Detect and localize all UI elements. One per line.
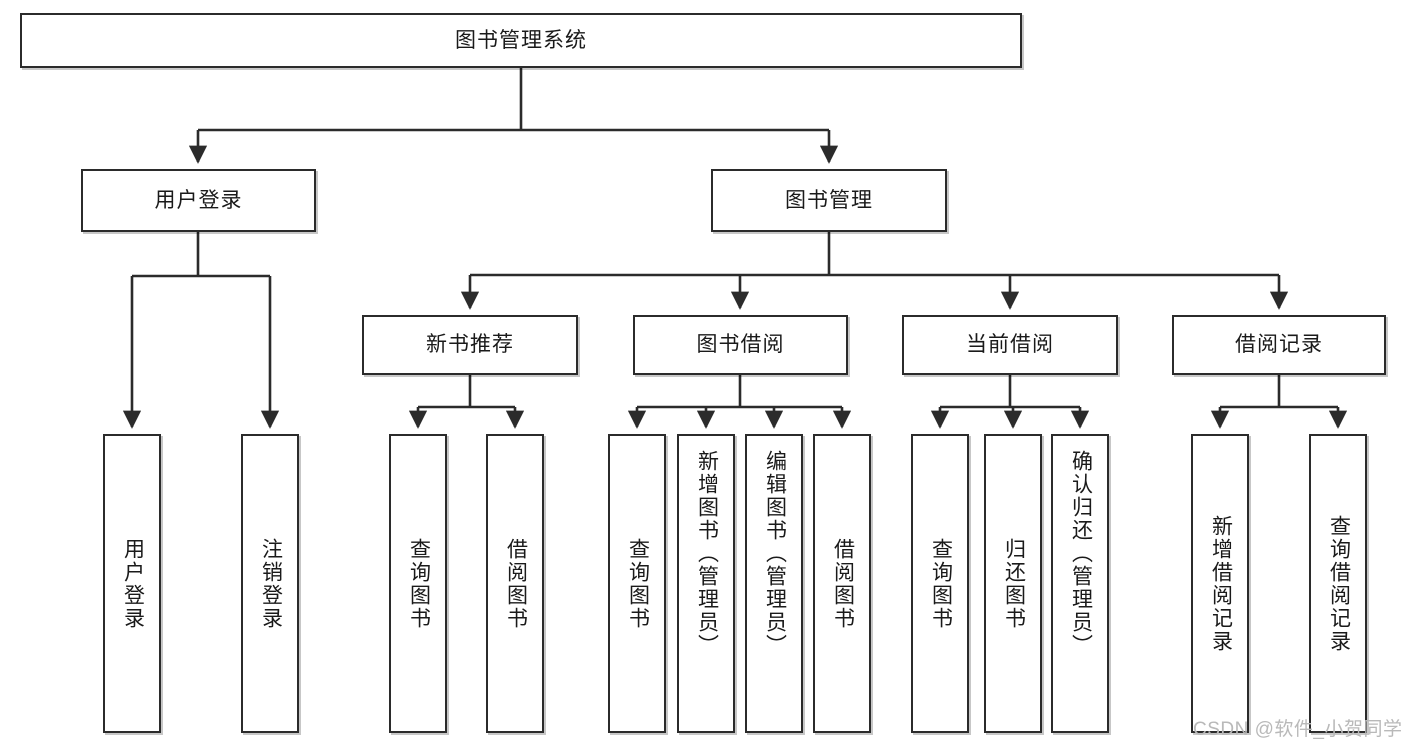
node-leaf-query-book-1[interactable]: 查询图书	[389, 434, 447, 733]
node-leaf-confirm-return-label: 确认归还（管理员）	[1069, 450, 1093, 657]
node-leaf-return-book-label: 归还图书	[1002, 537, 1026, 630]
node-user-login-label: 用户登录	[154, 188, 243, 212]
node-leaf-borrow-book-1[interactable]: 借阅图书	[486, 434, 544, 733]
node-leaf-borrow-book-2-label: 借阅图书	[831, 537, 855, 630]
node-new-book-recommend-label: 新书推荐	[426, 333, 514, 357]
node-book-manage-label: 图书管理	[785, 188, 873, 212]
node-leaf-edit-book-label: 编辑图书（管理员）	[763, 450, 787, 657]
node-leaf-add-book-label: 新增图书（管理员）	[695, 450, 719, 657]
node-root-label: 图书管理系统	[455, 28, 587, 52]
node-user-login[interactable]: 用户登录	[81, 169, 316, 232]
node-leaf-query-record-label: 查询借阅记录	[1327, 514, 1351, 653]
node-root[interactable]: 图书管理系统	[20, 13, 1022, 68]
node-leaf-query-book-2-label: 查询图书	[626, 537, 650, 630]
node-leaf-logout-label: 注销登录	[259, 537, 283, 630]
node-leaf-add-record-label: 新增借阅记录	[1209, 514, 1233, 653]
node-leaf-logout[interactable]: 注销登录	[241, 434, 299, 733]
node-leaf-edit-book[interactable]: 编辑图书（管理员）	[745, 434, 803, 733]
node-leaf-query-book-3[interactable]: 查询图书	[911, 434, 969, 733]
node-leaf-confirm-return[interactable]: 确认归还（管理员）	[1051, 434, 1109, 733]
node-leaf-user-login-label: 用户登录	[121, 537, 145, 630]
node-leaf-return-book[interactable]: 归还图书	[984, 434, 1042, 733]
node-borrow-record-label: 借阅记录	[1235, 333, 1323, 357]
node-leaf-add-record[interactable]: 新增借阅记录	[1191, 434, 1249, 733]
node-book-borrow-label: 图书借阅	[696, 333, 785, 357]
node-leaf-borrow-book-2[interactable]: 借阅图书	[813, 434, 871, 733]
node-leaf-query-record[interactable]: 查询借阅记录	[1309, 434, 1367, 733]
node-current-borrow-label: 当前借阅	[966, 333, 1054, 357]
node-leaf-query-book-3-label: 查询图书	[929, 537, 953, 630]
csdn-watermark: CSDN @软件_小贺同学	[1193, 719, 1403, 740]
node-book-manage[interactable]: 图书管理	[711, 169, 947, 232]
node-leaf-add-book[interactable]: 新增图书（管理员）	[677, 434, 735, 733]
node-leaf-user-login[interactable]: 用户登录	[103, 434, 161, 733]
node-current-borrow[interactable]: 当前借阅	[902, 315, 1118, 375]
node-book-borrow[interactable]: 图书借阅	[633, 315, 848, 375]
node-leaf-query-book-2[interactable]: 查询图书	[608, 434, 666, 733]
node-leaf-borrow-book-1-label: 借阅图书	[504, 537, 528, 630]
node-borrow-record[interactable]: 借阅记录	[1172, 315, 1386, 375]
node-new-book-recommend[interactable]: 新书推荐	[362, 315, 578, 375]
node-leaf-query-book-1-label: 查询图书	[407, 537, 431, 630]
